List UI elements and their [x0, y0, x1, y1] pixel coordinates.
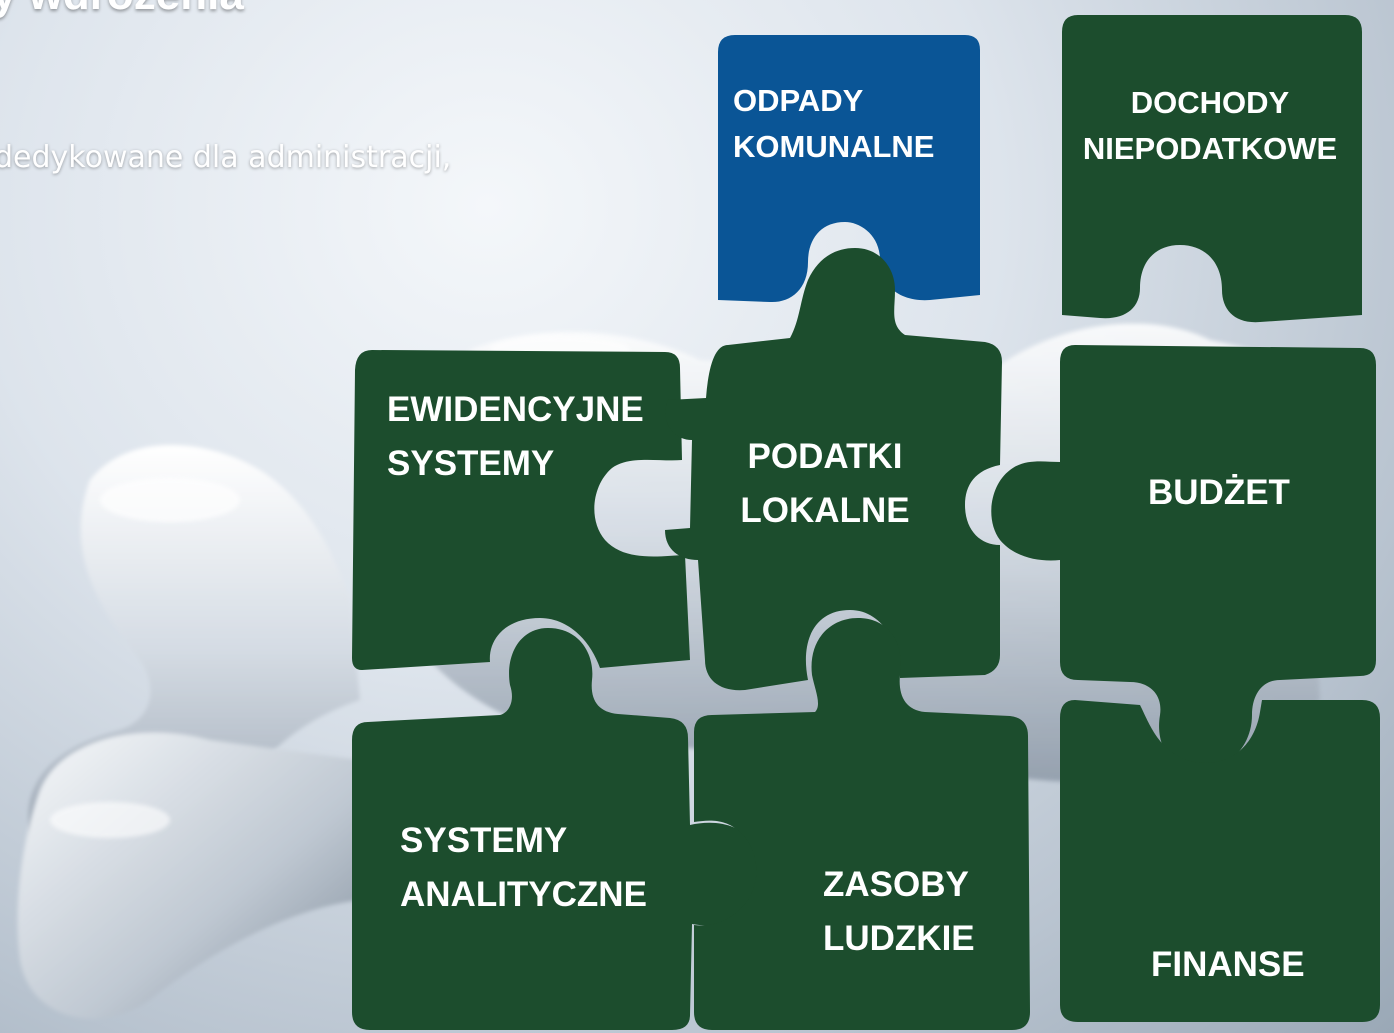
label-finanse: FINANSE — [1151, 945, 1305, 984]
page-heading: y wdrożenia — [0, 0, 244, 20]
label-ewidencyjne: EWIDENCYJNE SYSTEMY — [387, 390, 644, 483]
label-podatki: PODATKI LOKALNE — [740, 437, 910, 530]
label-dochody: DOCHODY NIEPODATKOWE — [1082, 85, 1338, 166]
puzzle-piece-ewidencyjne[interactable] — [352, 350, 690, 670]
puzzle-piece-dochody[interactable] — [1062, 15, 1362, 323]
label-zasoby: ZASOBY LUDZKIE — [823, 865, 975, 958]
label-analityczne: SYSTEMY ANALITYCZNE — [400, 821, 647, 914]
puzzle-piece-podatki[interactable] — [665, 248, 1002, 691]
puzzle-piece-odpady[interactable] — [718, 35, 980, 303]
puzzle-piece-budzet[interactable] — [991, 345, 1376, 770]
page-subtitle: dedykowane dla administracji, — [0, 140, 452, 175]
puzzle-piece-finanse[interactable] — [1060, 700, 1380, 1022]
label-budzet: BUDŻET — [1148, 473, 1290, 512]
puzzle-piece-analityczne[interactable] — [352, 628, 763, 1030]
puzzle-piece-zasoby[interactable] — [694, 618, 1030, 1030]
label-odpady: ODPADY KOMUNALNE — [733, 83, 935, 164]
